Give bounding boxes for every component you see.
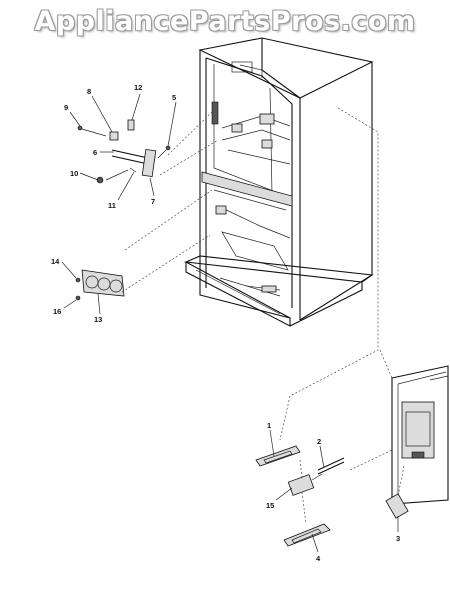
callout-11: 11 xyxy=(108,201,116,210)
callout-3: 3 xyxy=(396,534,400,543)
part-4-bracket xyxy=(283,523,331,547)
part-15-valve xyxy=(287,473,323,496)
callout-5: 5 xyxy=(172,93,176,102)
callout-7: 7 xyxy=(151,197,155,206)
leader-lines xyxy=(61,93,399,553)
part-10-cap xyxy=(96,176,104,184)
part-8-washer xyxy=(109,131,119,141)
callout-2: 2 xyxy=(317,437,321,446)
control-housing xyxy=(75,269,125,301)
part-1-bracket xyxy=(255,445,301,467)
hinge-assembly xyxy=(77,119,171,184)
part-9-screw xyxy=(77,125,83,131)
callout-8: 8 xyxy=(87,87,91,96)
part-12-bracket xyxy=(127,119,135,131)
part-14-screw xyxy=(75,277,81,283)
callout-15: 15 xyxy=(266,501,274,510)
guide-lines xyxy=(121,107,405,525)
watermark-text: AppliancePartsPros.com xyxy=(34,6,416,37)
part-3-filter xyxy=(385,493,409,519)
callout-labels: 8 9 12 5 6 10 11 7 14 13 16 1 2 3 4 15 xyxy=(51,83,400,563)
callout-14: 14 xyxy=(51,257,60,266)
freezer-door xyxy=(391,365,449,505)
refrigerator-cabinet xyxy=(183,37,374,327)
callout-6: 6 xyxy=(93,148,97,157)
callout-4: 4 xyxy=(316,554,321,563)
part-16-screw xyxy=(75,295,81,301)
callout-16: 16 xyxy=(53,307,61,316)
callout-1: 1 xyxy=(267,421,271,430)
callout-12: 12 xyxy=(134,83,142,92)
callout-10: 10 xyxy=(70,169,78,178)
callout-13: 13 xyxy=(94,315,102,324)
callout-9: 9 xyxy=(64,103,68,112)
part-7-hinge xyxy=(141,148,157,178)
part-2-tube xyxy=(317,457,345,475)
part-5-screw xyxy=(165,145,171,151)
